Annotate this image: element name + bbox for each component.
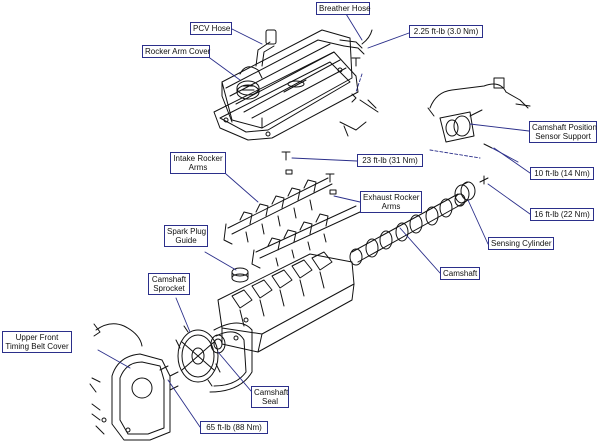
rocker-arm-cover-label: Rocker Arm Cover [145,47,211,56]
camshaft-position-sensor-support-line-1: Camshaft Position [532,123,597,132]
leader-lines [97,8,531,428]
exhaust-rocker-arms-drawing [251,205,361,269]
spark-plug-guide-line-1: Spark Plug [167,227,207,236]
spark-plug-guide-drawing [231,267,249,283]
torque-spec-10-label: 10 ft-lb (14 Nm) [534,169,590,178]
exhaust-rocker-arms-callout: Exhaust Rocker Arms [360,191,422,213]
torque-spec-10-callout: 10 ft-lb (14 Nm) [530,167,594,180]
upper-front-timing-belt-cover-callout: Upper Front Timing Belt Cover [2,331,72,353]
torque-spec-65-label: 65 ft-lb (88 Nm) [206,423,262,432]
camshaft-label: Camshaft [443,269,478,278]
camshaft-seal-line-2: Seal [261,397,278,406]
exhaust-rocker-arms-line-1: Exhaust Rocker [363,193,420,202]
cylinder-head-drawing [217,251,355,353]
sensing-cylinder-drawing [454,175,489,204]
rocker-arm-cover-drawing [213,29,373,141]
sensing-cylinder-callout: Sensing Cylinder [488,237,554,250]
spark-plug-guide-callout: Spark Plug Guide [164,225,208,247]
upper-front-timing-belt-cover-line-1: Upper Front [15,333,59,342]
camshaft-seal-callout: Camshaft Seal [251,386,289,408]
sensing-cylinder-label: Sensing Cylinder [491,239,552,248]
torque-spec-16-callout: 16 ft-lb (22 Nm) [530,208,594,221]
camshaft-sprocket-line-2: Sprocket [153,284,185,293]
camshaft-seal-line-1: Camshaft [254,388,289,397]
torque-spec-23-label: 23 ft-lb (31 Nm) [362,156,418,165]
torque-spec-65-callout: 65 ft-lb (88 Nm) [200,421,268,434]
timing-belt-cover-drawing [89,323,179,441]
torque-spec-16-label: 16 ft-lb (22 Nm) [534,210,590,219]
camshaft-sprocket-line-1: Camshaft [151,275,187,284]
pcv-hose-callout: PCV Hose [190,22,232,35]
exhaust-rocker-arms-line-2: Arms [381,202,401,211]
camshaft-callout: Camshaft [440,267,480,280]
intake-rocker-arms-callout: Intake Rocker Arms [170,152,226,174]
breather-hose-callout: Breather Hose [316,2,371,15]
torque-spec-23-callout: 23 ft-lb (31 Nm) [357,154,423,167]
intake-rocker-arms-line-1: Intake Rocker [173,154,223,163]
breather-hose-label: Breather Hose [319,4,371,13]
spark-plug-guide-line-2: Guide [175,236,197,245]
bolt-group-right [339,57,379,137]
camshaft-sprocket-drawing [175,322,253,393]
rocker-arm-cover-callout: Rocker Arm Cover [142,45,210,58]
upper-front-timing-belt-cover-line-2: Timing Belt Cover [5,342,69,351]
camshaft-position-sensor-support-line-2: Sensor Support [535,132,591,141]
camshaft-drawing [349,193,466,266]
camshaft-position-sensor-support-callout: Camshaft Position Sensor Support [529,121,597,143]
torque-spec-2-25-callout: 2.25 ft-lb (3.0 Nm) [409,25,483,38]
torque-spec-2-25-label: 2.25 ft-lb (3.0 Nm) [413,27,479,36]
camshaft-sprocket-callout: Camshaft Sprocket [148,273,190,295]
intake-rocker-arms-line-2: Arms [188,163,208,172]
sensor-support-drawing [427,77,531,149]
pcv-hose-label: PCV Hose [193,24,231,33]
intake-rocker-arms-drawing [223,151,337,245]
